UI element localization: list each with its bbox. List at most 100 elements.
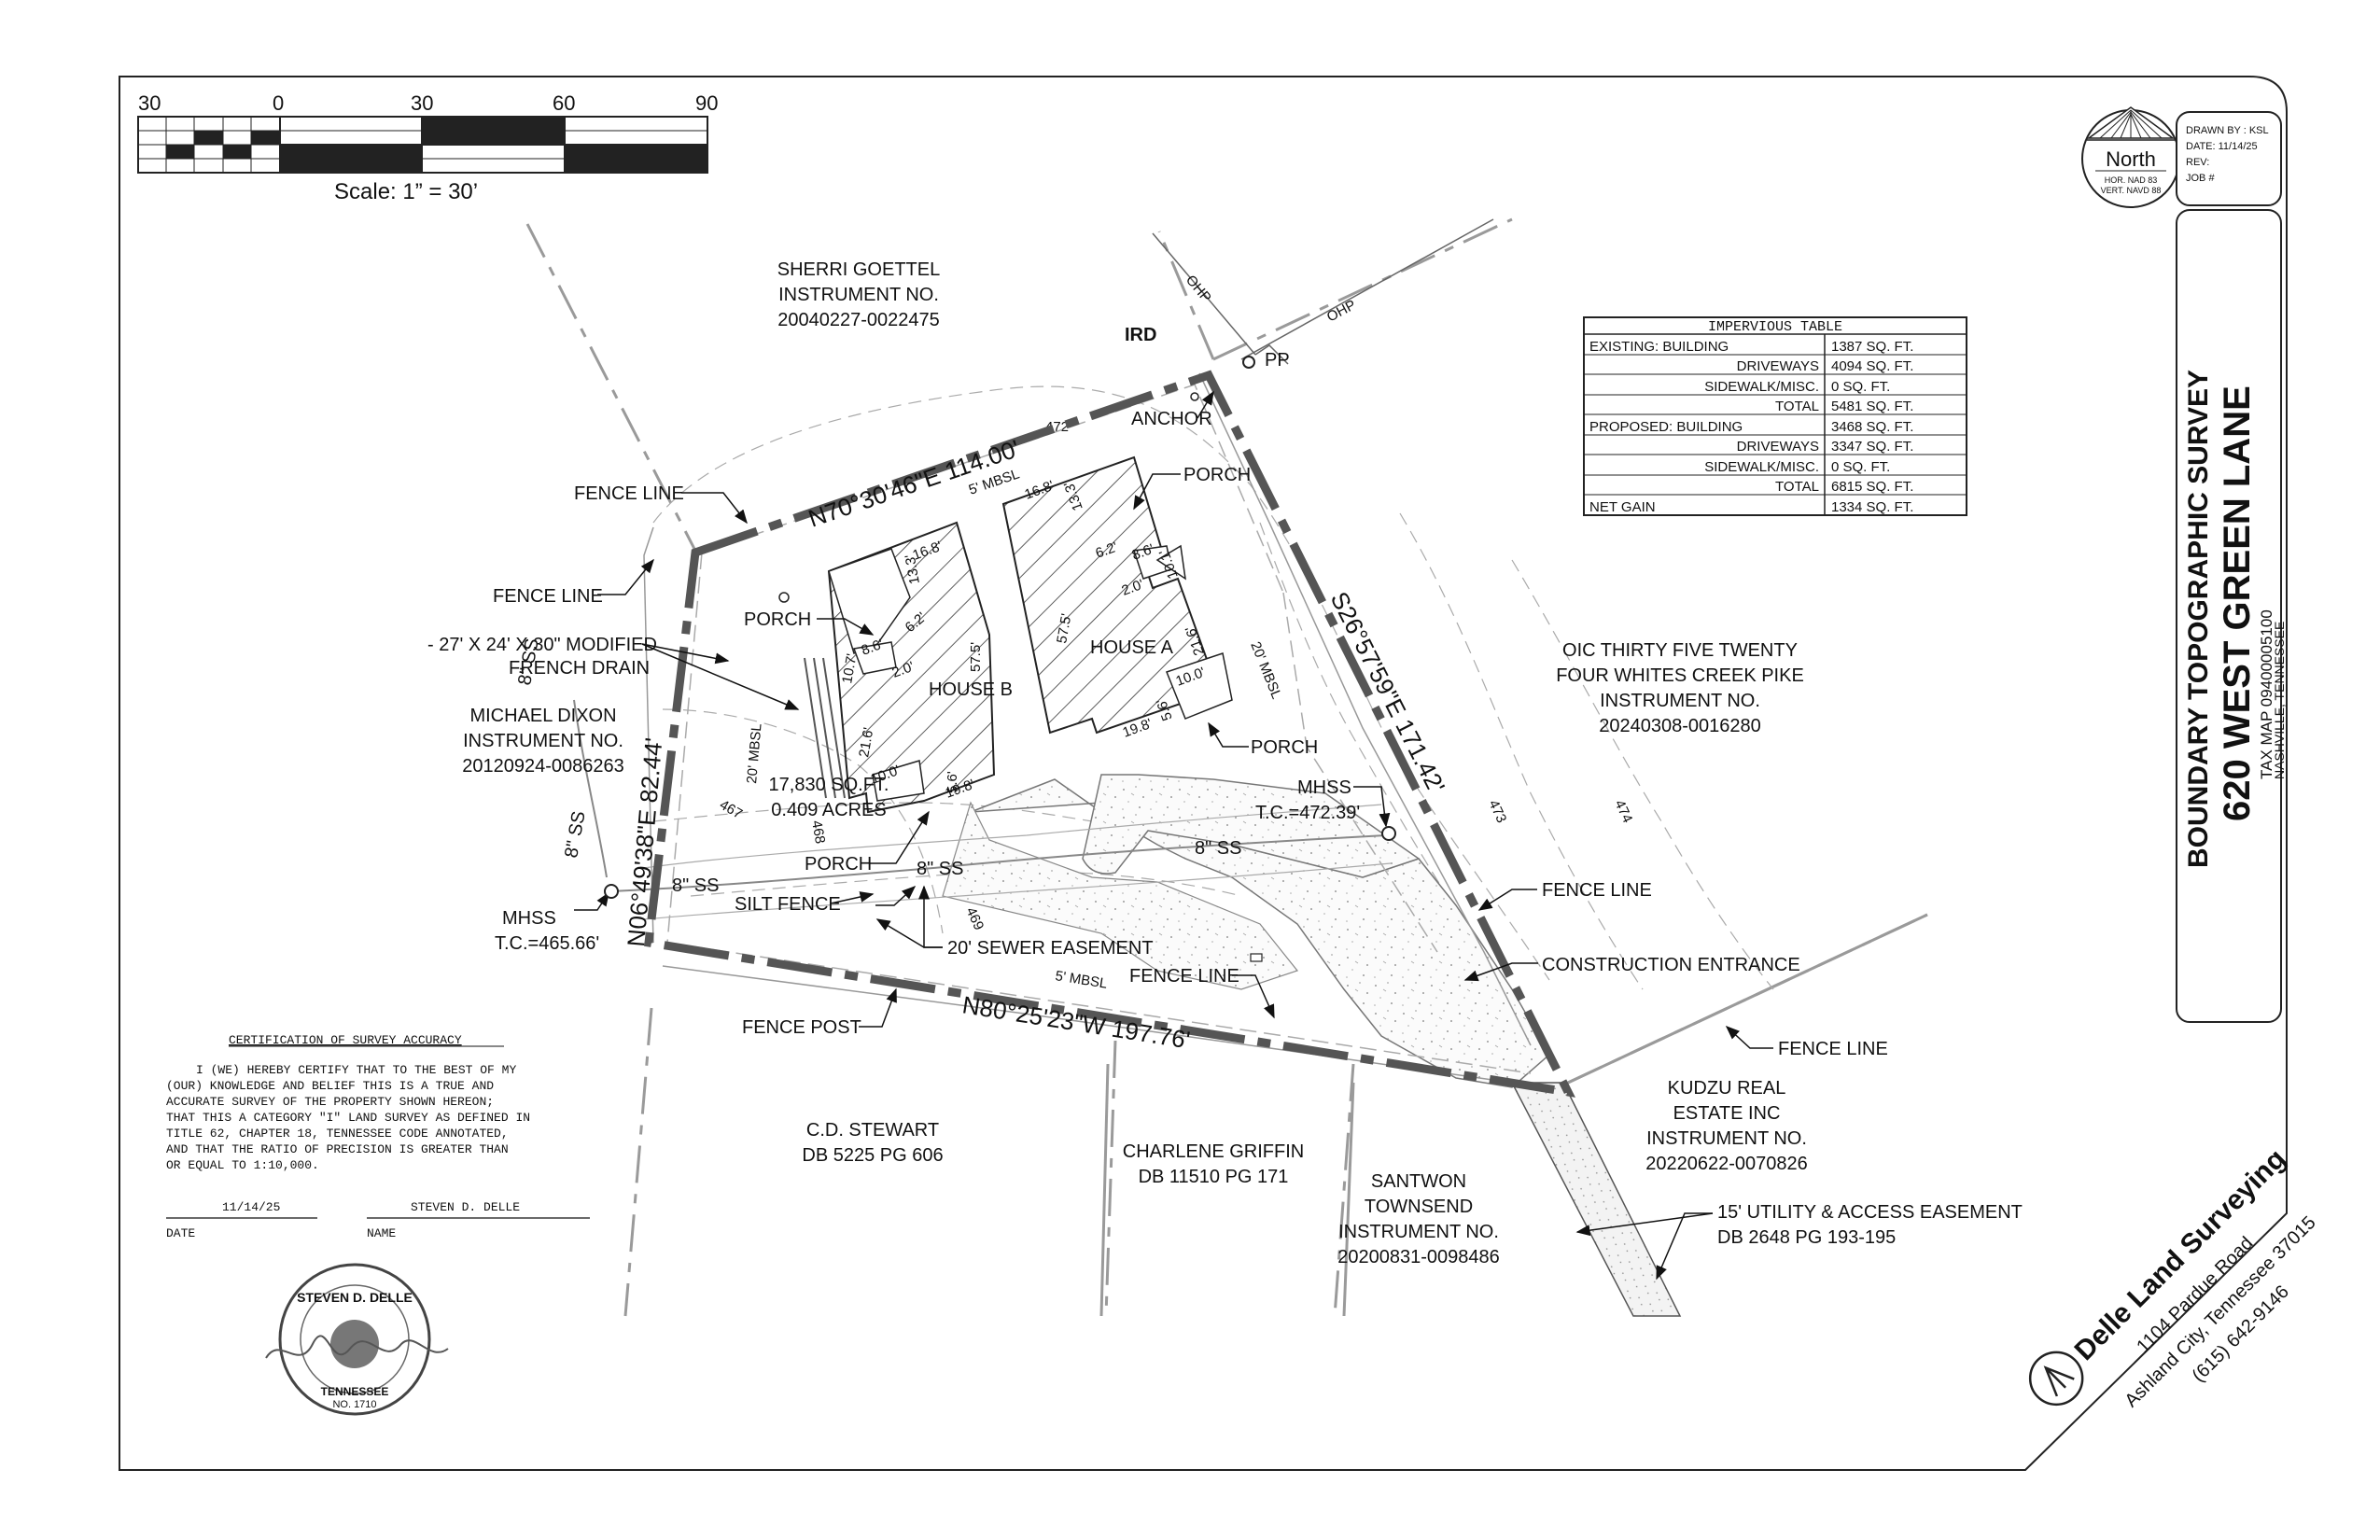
owner-name: MICHAEL DIXON [469,706,616,726]
certification-line: (OUR) KNOWLEDGE AND BELIEF THIS IS A TRU… [166,1079,494,1093]
sewer-size-label: 8" SS [917,859,963,879]
dim-label: 57.5' [968,642,984,672]
impervious-table: IMPERVIOUS TABLE EXISTING: BUILDING 1387… [1583,316,1967,516]
job-number: JOB # [2186,173,2215,184]
contour-label: 473 [1485,798,1509,826]
fence-post-label: FENCE POST [742,1017,861,1038]
house-b-label: HOUSE B [929,679,1013,700]
utility-easement [1510,1082,1682,1317]
table-row-label: EXISTING: BUILDING [1589,339,1729,355]
tax-map: TAX MAP 09400005100 [2258,609,2275,779]
french-drain [804,657,846,799]
table-row-value: 1387 SQ. FT. [1831,339,1913,355]
utility-easement-label-2: DB 2648 PG 193-195 [1717,1227,1896,1248]
scale-bar: 30 0 30 60 90 Scale: 1” = 30’ [137,91,718,204]
scale-tick-4: 60 [553,91,575,115]
sewer-easement-lines [643,804,1392,920]
area-acres: 0.409 ACRES [771,800,886,820]
owner-sw: C.D. STEWART DB 5225 PG 606 [802,1120,943,1166]
top-of-casting-west: T.C.=465.66' [495,933,599,954]
table-row-label: TOTAL [1775,399,1819,414]
setback-label: 5' MBSL [1054,968,1108,992]
scale-tick-3: 30 [411,91,433,115]
fence-line-label: FENCE LINE [574,483,684,504]
scale-tick-2: 0 [273,91,284,115]
contour-label: 474 [1611,798,1635,826]
owner-instrument-number: 20120924-0086263 [462,756,624,777]
owner-instrument-number: 20220622-0070826 [1645,1154,1808,1174]
sewer-line [573,699,1387,892]
owner-instrument-label: INSTRUMENT NO. [463,731,623,751]
leader-lines [574,390,1773,1281]
lot-area: 17,830 SQ.FT. 0.409 ACRES [769,775,889,820]
sewer-size-label: 8" SS [561,809,589,860]
owner-instrument-number: 20240308-0016280 [1599,716,1761,736]
table-row-label: DRIVEWAYS [1737,439,1819,455]
anchor-symbol [1190,392,1199,401]
fence-line-label: FENCE LINE [493,586,603,607]
top-of-casting-east: T.C.=472.39' [1255,803,1360,823]
house-a-label: HOUSE A [1090,637,1174,658]
owner-name: OIC THIRTY FIVE TWENTY [1562,640,1798,661]
date-caption: DATE [166,1226,195,1240]
ohp-label: OHP [1324,297,1359,325]
french-drain-label-2: FRENCH DRAIN [509,658,650,679]
north-label: North [2106,147,2156,171]
certification-block: CERTIFICATION OF SURVEY ACCURACY I (WE) … [166,1033,590,1240]
sheet-border [119,76,2288,1471]
scale-label: Scale: 1” = 30’ [334,179,478,204]
dim-label: 57.5' [1054,612,1074,645]
company-name: Delle Land Surveying [2069,1143,2292,1366]
property-address: 620 WEST GREEN LANE [2217,385,2258,821]
utility-easement-label: 15' UTILITY & ACCESS EASEMENT [1717,1202,2023,1223]
porch-label: PORCH [805,854,872,875]
certification-date: 11/14/25 [222,1200,280,1214]
porch-label: PORCH [1183,465,1251,485]
table-row-label: DRIVEWAYS [1737,358,1819,374]
name-caption: NAME [367,1226,396,1240]
fence-post-symbol [1250,953,1263,962]
owner-north: SHERRI GOETTEL INSTRUMENT NO. 20040227-0… [777,259,940,330]
company-block: Delle Land Surveying 1104 Pardue Road As… [2028,1143,2320,1411]
company-address-2: Ashland City, Tennessee 37015 [2121,1212,2319,1411]
signature [265,1335,449,1359]
owner-name: SANTWON [1371,1171,1466,1192]
scale-tick-5: 90 [695,91,718,115]
power-pole-label: PP [1265,350,1290,371]
table-row-label: SIDEWALK/MISC. [1704,459,1819,475]
table-row-label: PROPOSED: BUILDING [1589,419,1743,435]
owner-s2: SANTWON TOWNSEND INSTRUMENT NO. 20200831… [1337,1171,1500,1267]
mhss-label: MHSS [1297,777,1351,798]
owner-deed: DB 11510 PG 171 [1139,1167,1289,1187]
certification-title: CERTIFICATION OF SURVEY ACCURACY [229,1033,462,1047]
owner-s: CHARLENE GRIFFIN DB 11510 PG 171 [1123,1141,1304,1187]
sewer-easement-label: 20' SEWER EASEMENT [947,938,1154,959]
owner-name: KUDZU REAL [1668,1078,1786,1099]
driveway-house-a [1082,774,1421,878]
sewer-size-label: 8" SS [1195,838,1241,859]
certification-name: STEVEN D. DELLE [411,1200,520,1214]
drawing-date: DATE: 11/14/25 [2186,141,2258,152]
fence-line-label: FENCE LINE [1129,966,1239,987]
fence-line-label: FENCE LINE [1542,880,1652,901]
anchor-label: ANCHOR [1131,409,1212,429]
certification-line: OR EQUAL TO 1:10,000. [166,1158,319,1172]
iron-rod-label: IRD [1125,325,1156,345]
owner-southeast: KUDZU REAL ESTATE INC INSTRUMENT NO. 202… [1645,1078,1808,1174]
fence-line-label: FENCE LINE [1778,1039,1888,1059]
certification-line: ACCURATE SURVEY OF THE PROPERTY SHOWN HE… [166,1095,494,1109]
table-row-value: 6815 SQ. FT. [1831,479,1913,495]
owner-instrument-number: 20040227-0022475 [777,310,940,330]
revision: REV: [2186,157,2209,168]
bearing-south: N80°25'23"W 197.76' [960,990,1192,1054]
contour-label: 467 [717,797,745,822]
title-block: DRAWN BY : KSL DATE: 11/14/25 REV: JOB #… [2176,111,2287,1023]
drawn-by: DRAWN BY : KSL [2186,125,2269,136]
bearing-west: N06°49'38"E 82.44' [622,736,667,947]
mhss-label: MHSS [502,908,556,929]
fence-post-symbol [778,592,790,603]
owner-name: C.D. STEWART [806,1120,939,1141]
callout-labels: FENCE LINE FENCE LINE - 27' X 24' X 30" … [427,325,2023,1248]
